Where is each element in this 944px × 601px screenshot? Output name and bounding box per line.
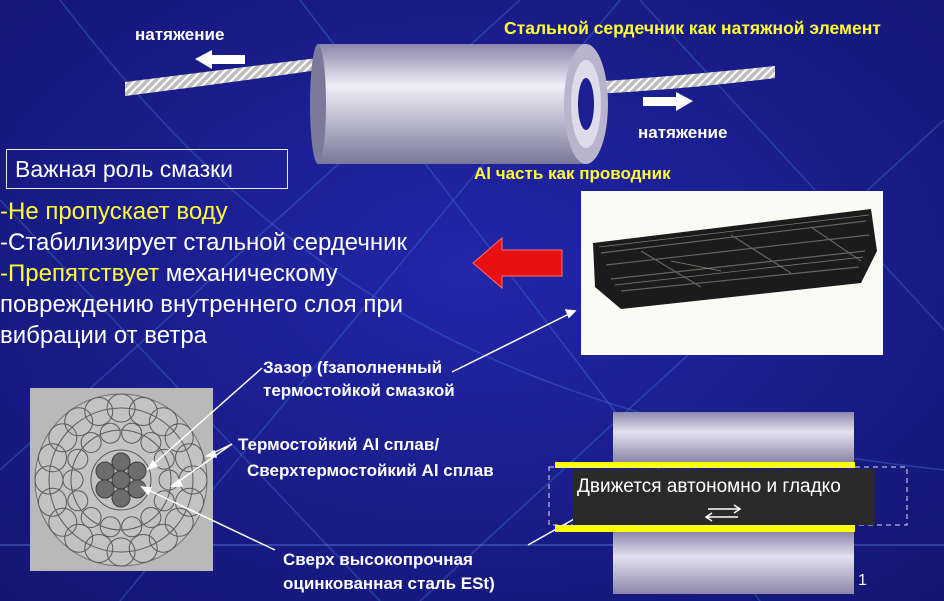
strand: [121, 516, 143, 538]
strand: [48, 507, 78, 537]
strand: [67, 448, 89, 470]
red-arrow-icon: [472, 236, 563, 290]
aluminum-cylinder: [318, 44, 586, 164]
role-title: Важная роль смазки: [15, 156, 234, 182]
strand: [164, 507, 194, 537]
cable-cross-section: [30, 388, 213, 571]
strand: [48, 423, 78, 453]
alloy-label-1: Термостойкий Al сплав/: [238, 435, 440, 454]
bottom-bar: [613, 532, 854, 594]
strand: [175, 443, 204, 473]
role-line-prevents-rest: механическому: [159, 260, 338, 287]
strand: [80, 432, 102, 453]
strand: [140, 507, 162, 528]
role-line-stabilizes: -Стабилизирует стальной сердечник: [0, 229, 408, 256]
steel-label-1: Сверх высокопрочная: [283, 550, 473, 569]
rope-left: [125, 58, 318, 96]
strand: [106, 537, 136, 567]
role-line-prevents-word: -Препятствует: [0, 260, 160, 287]
strand: [164, 423, 194, 453]
strand: [38, 443, 67, 473]
strand: [99, 516, 121, 538]
strand: [128, 397, 158, 426]
role-title-box: [6, 149, 288, 189]
page-number: 1: [858, 572, 867, 589]
double-arrow-icon: [704, 504, 742, 522]
tension-left-label: натяжение: [135, 25, 225, 44]
strand: [121, 422, 143, 444]
role-line-damage: повреждению внутреннего слоя при: [0, 291, 404, 318]
strand: [128, 534, 158, 563]
strand: [99, 422, 121, 444]
strand: [148, 407, 178, 437]
alloy-label-2: Сверхтермостойкий Al сплав: [247, 461, 494, 480]
cable-photo: [581, 191, 883, 355]
steel-label-2: оцинкованная сталь ESt): [283, 574, 495, 593]
rope-right: [590, 66, 775, 94]
strand: [84, 534, 114, 563]
gap-label-2: термостойкой смазкой: [263, 381, 455, 400]
moves-text: Движется автономно и гладко: [577, 476, 841, 497]
tension-right-label: натяжение: [638, 123, 728, 142]
gap-label-1: Зазор (fзаполненный: [263, 358, 443, 377]
dashed-box: [548, 466, 908, 526]
strand: [148, 523, 178, 553]
strand: [64, 407, 94, 437]
strand: [64, 523, 94, 553]
al-label: Al часть как проводник: [474, 164, 671, 183]
role-line-vibration: вибрации от ветра: [0, 322, 208, 349]
moves-box: [573, 469, 875, 525]
strand: [153, 448, 175, 470]
core-label: Стальной сердечник как натяжной элемент: [504, 18, 881, 38]
role-line-prevents: -Препятствует механическому: [0, 259, 338, 289]
strand: [153, 490, 175, 512]
strand: [80, 507, 102, 528]
strand: [140, 432, 162, 453]
role-line-water: -Не пропускает воду: [0, 198, 228, 225]
strand: [106, 393, 136, 423]
arrow-left-icon: [195, 50, 245, 69]
strand: [38, 487, 67, 517]
strand: [84, 397, 114, 426]
arrow-right-icon: [643, 92, 693, 111]
top-bar: [613, 412, 854, 462]
strand: [62, 469, 84, 491]
strand: [67, 490, 89, 512]
